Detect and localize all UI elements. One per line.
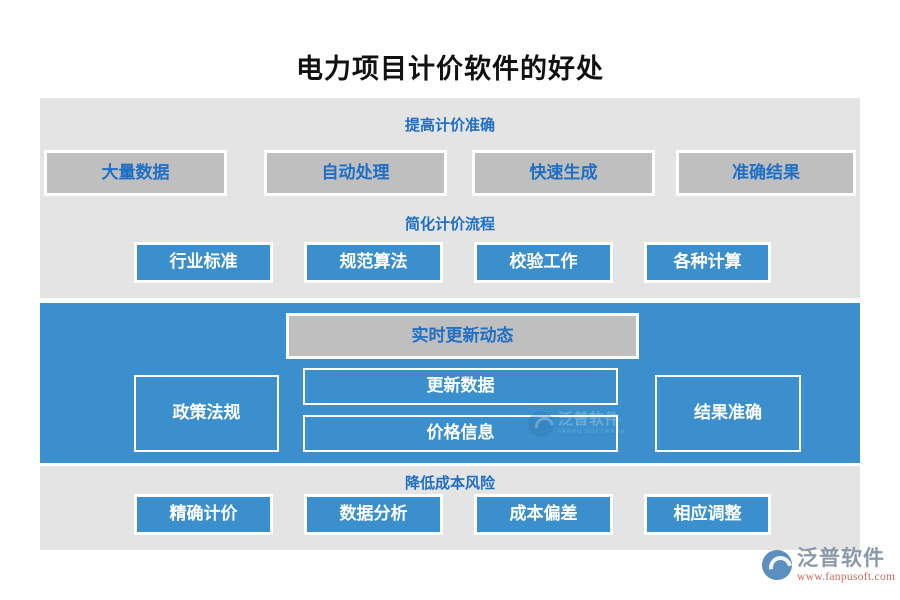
chip-label: 快速生成 <box>529 162 598 182</box>
chip-update-data[interactable]: 更新数据 <box>303 368 618 405</box>
chip-fast-generate[interactable]: 快速生成 <box>472 150 655 196</box>
chip-large-data[interactable]: 大量数据 <box>44 150 227 196</box>
chip-corresponding-adjustment[interactable]: 相应调整 <box>644 494 771 535</box>
chip-label: 更新数据 <box>426 376 495 396</box>
chip-precise-pricing[interactable]: 精确计价 <box>134 494 273 535</box>
section-heading-3: 实时更新动态 <box>411 325 514 345</box>
chip-result-accurate[interactable]: 结果准确 <box>655 375 801 452</box>
section-heading-3-box[interactable]: 实时更新动态 <box>286 313 639 359</box>
brand-logo: 泛普软件 www.fanpusoft.com <box>762 548 895 584</box>
chip-label: 相应调整 <box>673 504 742 524</box>
chip-label: 大量数据 <box>101 162 170 182</box>
brand-mark-icon <box>762 550 792 580</box>
brand-url: www.fanpusoft.com <box>797 571 896 583</box>
chip-label: 精确计价 <box>169 504 238 524</box>
chip-various-calculation[interactable]: 各种计算 <box>644 242 771 283</box>
brand-text: 泛普软件 www.fanpusoft.com <box>797 548 895 584</box>
chip-industry-standard[interactable]: 行业标准 <box>134 242 273 283</box>
chip-data-analysis[interactable]: 数据分析 <box>304 494 443 535</box>
chip-label: 校验工作 <box>509 252 578 272</box>
chip-label: 数据分析 <box>339 504 408 524</box>
chip-standard-algorithm[interactable]: 规范算法 <box>304 242 443 283</box>
page-title: 电力项目计价软件的好处 <box>296 54 604 84</box>
chip-price-information[interactable]: 价格信息 <box>303 415 618 452</box>
chip-verification-work[interactable]: 校验工作 <box>474 242 613 283</box>
chip-label: 准确结果 <box>732 162 800 182</box>
chip-label: 政策法规 <box>172 403 241 423</box>
chip-accurate-result[interactable]: 准确结果 <box>676 150 856 196</box>
brand-name-cn: 泛普软件 <box>797 547 885 570</box>
chip-cost-deviation[interactable]: 成本偏差 <box>474 494 613 535</box>
chip-policy-regulation[interactable]: 政策法规 <box>134 375 279 452</box>
chip-label: 各种计算 <box>673 252 742 272</box>
chip-label: 成本偏差 <box>509 504 578 524</box>
chip-auto-process[interactable]: 自动处理 <box>264 150 447 196</box>
chip-label: 自动处理 <box>321 162 390 182</box>
chip-label: 价格信息 <box>426 423 495 443</box>
section-heading-2: 简化计价流程 <box>404 216 495 233</box>
section-heading-4: 降低成本风险 <box>404 475 495 492</box>
section-heading-1: 提高计价准确 <box>404 117 495 134</box>
chip-label: 结果准确 <box>694 403 762 423</box>
chip-label: 行业标准 <box>169 252 238 272</box>
chip-label: 规范算法 <box>339 252 408 272</box>
